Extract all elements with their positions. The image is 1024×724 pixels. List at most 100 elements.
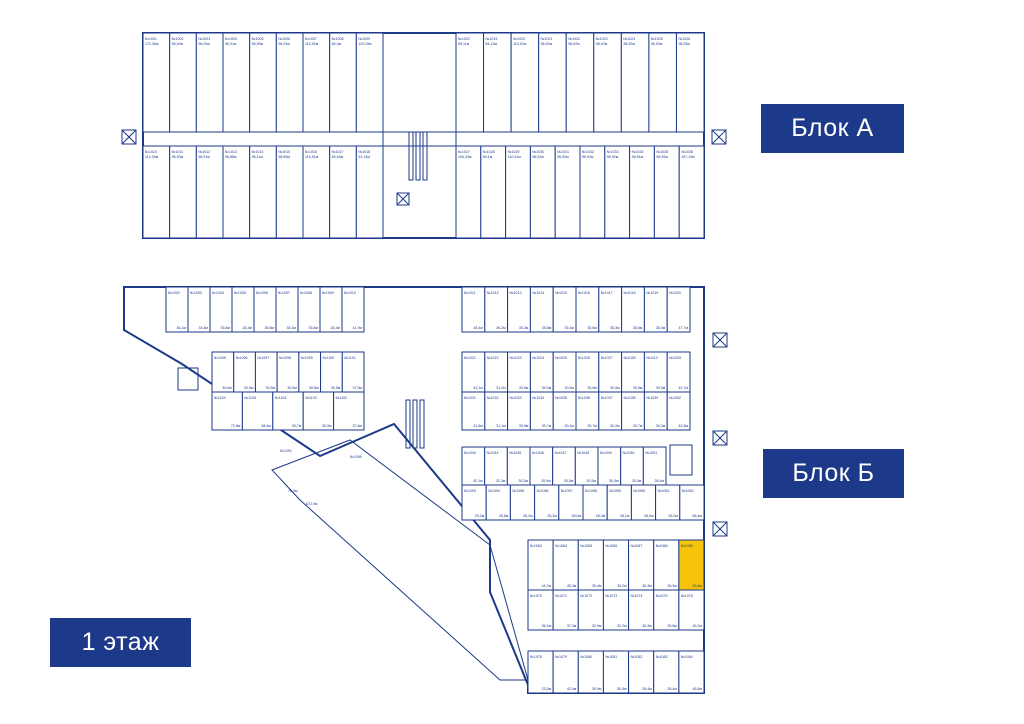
- unit-cell[interactable]: №102231,2м: [484, 351, 509, 393]
- unit-cell[interactable]: №110430,7м: [272, 391, 304, 431]
- unit-cell[interactable]: №102047,7м: [666, 286, 691, 333]
- unit-cell[interactable]: №101196,93м: [169, 145, 197, 239]
- unit-cell[interactable]: №105242,5м: [666, 391, 691, 431]
- unit-cell[interactable]: №105428,6м: [485, 484, 511, 521]
- unit-cell[interactable]: №102298,11м: [455, 32, 485, 133]
- unit-cell[interactable]: №102396,92м: [593, 32, 622, 133]
- unit-cell[interactable]: №102630,9м: [575, 351, 600, 393]
- unit-cell[interactable]: №102142,1м: [461, 351, 486, 393]
- unit-cell[interactable]: №103196,92м: [554, 145, 581, 239]
- unit-cell[interactable]: №107036,1м: [527, 589, 554, 631]
- unit-cell[interactable]: №1029110,51м: [505, 145, 531, 239]
- unit-cell[interactable]: №103930,2м: [643, 391, 668, 431]
- unit-cell[interactable]: №103596,92м: [653, 145, 680, 239]
- unit-cell[interactable]: №101935,3м: [643, 286, 668, 333]
- unit-cell[interactable]: №106539,4м: [577, 539, 604, 591]
- unit-cell[interactable]: №108328,4м: [653, 650, 680, 694]
- unit-cell[interactable]: №106344,7м: [527, 539, 554, 591]
- unit-cell[interactable]: №109730,5м: [254, 351, 278, 393]
- unit-cell[interactable]: №101835,8м: [621, 286, 645, 333]
- unit-cell[interactable]: №100535,3м: [231, 286, 255, 333]
- unit-cell[interactable]: №109930,5м: [298, 351, 322, 393]
- unit-cell[interactable]: №103296,92м: [579, 145, 606, 239]
- unit-cell[interactable]: №1009110,19м: [355, 32, 384, 133]
- unit-cell[interactable]: №100735,3м: [275, 286, 299, 333]
- unit-cell[interactable]: №104630,5м: [529, 446, 554, 486]
- unit-cell[interactable]: №105128,4м: [642, 446, 667, 486]
- unit-cell[interactable]: №1036107,13м: [678, 145, 705, 239]
- unit-cell[interactable]: №1016110,51м: [302, 145, 331, 239]
- unit-cell[interactable]: №100435,8м: [209, 286, 233, 333]
- unit-cell[interactable]: №107332,2м: [602, 589, 630, 631]
- unit-cell[interactable]: №105928,1м: [606, 484, 632, 521]
- unit-cell[interactable]: №107823,5м: [527, 650, 554, 694]
- unit-cell[interactable]: №102496,92м: [620, 32, 650, 133]
- unit-cell[interactable]: №105728,0м: [558, 484, 584, 521]
- unit-cell[interactable]: №100596,90м: [249, 32, 277, 133]
- unit-cell[interactable]: №107645,2м: [678, 589, 705, 631]
- unit-cell[interactable]: №100935,3м: [319, 286, 343, 333]
- unit-cell[interactable]: №101296,91м: [195, 145, 224, 239]
- unit-cell[interactable]: №109630,5м: [233, 351, 256, 393]
- unit-cell[interactable]: №105030,5м: [620, 446, 644, 486]
- unit-cell[interactable]: №103730,2м: [598, 391, 623, 431]
- unit-cell[interactable]: №103830,7м: [621, 391, 645, 431]
- unit-cell[interactable]: №102296,92м: [565, 32, 595, 133]
- unit-cell[interactable]: №103496,91м: [629, 145, 655, 239]
- unit-cell[interactable]: №102430,9м: [529, 351, 554, 393]
- unit-cell[interactable]: №110330,5м: [302, 391, 335, 431]
- unit-cell[interactable]: №100334,8м: [187, 286, 211, 333]
- unit-cell[interactable]: №101535,3м: [552, 286, 577, 333]
- unit-cell[interactable]: №106993,6м: [678, 539, 705, 591]
- unit-cell[interactable]: №1001172,36м: [142, 32, 171, 133]
- unit-cell[interactable]: №101596,89м: [275, 145, 304, 239]
- unit-cell[interactable]: №103530,2м: [552, 391, 577, 431]
- unit-cell[interactable]: №100296,92м: [169, 32, 197, 133]
- unit-cell[interactable]: №105828,3м: [582, 484, 608, 521]
- unit-cell[interactable]: №109530,9м: [211, 351, 235, 393]
- unit-cell[interactable]: №106639,2м: [602, 539, 630, 591]
- unit-cell[interactable]: №104730,5м: [552, 446, 576, 486]
- unit-cell[interactable]: №111030,5м: [643, 351, 668, 393]
- unit-cell[interactable]: №102695,53м: [675, 32, 705, 133]
- unit-cell[interactable]: №106028,0м: [630, 484, 657, 521]
- unit-cell[interactable]: №101984,13м: [483, 32, 512, 133]
- unit-cell[interactable]: №100696,91м: [275, 32, 304, 133]
- unit-cell[interactable]: №101735,3м: [598, 286, 623, 333]
- unit-cell[interactable]: №108130,5м: [602, 650, 630, 694]
- unit-cell[interactable]: №107430,3м: [628, 589, 655, 631]
- unit-cell[interactable]: №102730,5м: [598, 351, 623, 393]
- unit-cell[interactable]: №104431,3м: [484, 446, 508, 486]
- unit-cell[interactable]: №104530,3м: [506, 446, 531, 486]
- unit-cell[interactable]: №103330,5м: [507, 391, 531, 431]
- unit-cell[interactable]: №1027106,43м: [455, 145, 482, 239]
- unit-cell[interactable]: №103430,7м: [529, 391, 554, 431]
- unit-cell[interactable]: №105329,2м: [461, 484, 487, 521]
- unit-cell[interactable]: №100884,3м: [329, 32, 357, 133]
- unit-cell[interactable]: №101335,3м: [507, 286, 531, 333]
- unit-cell[interactable]: №100635,8м: [253, 286, 277, 333]
- unit-cell[interactable]: №100236,1м: [165, 286, 189, 333]
- unit-cell[interactable]: №106836,3м: [653, 539, 680, 591]
- unit-cell[interactable]: №110237,6м: [333, 391, 365, 431]
- unit-cell[interactable]: №101041,9м: [341, 286, 365, 333]
- unit-cell[interactable]: №106266,4м: [679, 484, 705, 521]
- unit-cell[interactable]: №110137,9м: [341, 351, 365, 393]
- unit-cell[interactable]: №104830,3м: [574, 446, 599, 486]
- unit-cell[interactable]: №101496,11м: [249, 145, 277, 239]
- unit-cell[interactable]: №108228,4м: [628, 650, 655, 694]
- unit-cell[interactable]: №108445,8м: [678, 650, 705, 694]
- unit-cell[interactable]: №100835,8м: [297, 286, 321, 333]
- unit-cell[interactable]: №110538,4м: [241, 391, 274, 431]
- unit-cell[interactable]: №107137,3м: [552, 589, 579, 631]
- unit-cell[interactable]: №101396,88м: [222, 145, 251, 239]
- unit-cell[interactable]: №110030,5м: [320, 351, 343, 393]
- unit-cell[interactable]: №107530,5м: [653, 589, 680, 631]
- unit-cell[interactable]: №101635,8м: [575, 286, 600, 333]
- unit-cell[interactable]: №103396,92м: [604, 145, 631, 239]
- unit-cell[interactable]: №101236,2м: [484, 286, 509, 333]
- unit-cell[interactable]: №106736,3м: [628, 539, 655, 591]
- unit-cell[interactable]: №107232,9м: [577, 589, 604, 631]
- unit-cell[interactable]: №102830,9м: [621, 351, 645, 393]
- unit-cell[interactable]: №106445,3м: [552, 539, 579, 591]
